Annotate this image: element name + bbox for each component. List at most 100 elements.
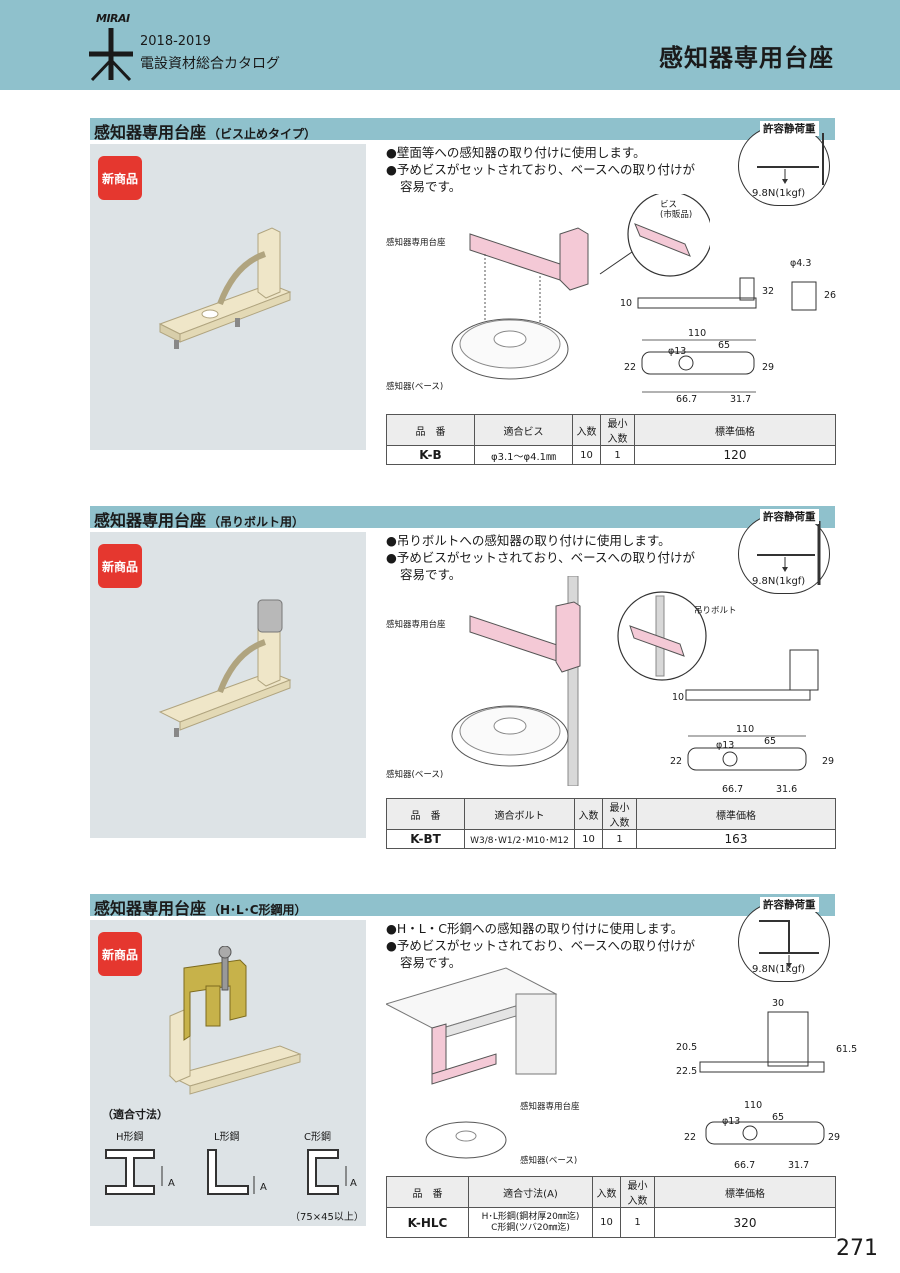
dim-31-7: 31.7 [788, 1160, 810, 1171]
product-photo: 新商品 [90, 532, 366, 838]
c-steel-label: C形鋼 [304, 1132, 331, 1143]
load-value: 9.8N(1kgf) [752, 188, 806, 199]
dim-61-5: 61.5 [836, 1044, 858, 1055]
callout-hanging-bolt: 吊りボルト [694, 606, 737, 616]
new-product-badge: 新商品 [98, 544, 142, 588]
allowable-load-diagram [738, 514, 830, 594]
spec-table: 品 番 適合寸法(A) 入数 最小入数 標準価格 K-HLC H･L形鋼(鋼材厚… [386, 1176, 836, 1238]
dim-65: 65 [764, 736, 777, 747]
callout-sensor-base: 感知器(ベース) [386, 770, 444, 780]
product-image [158, 227, 292, 349]
installation-diagram [451, 576, 707, 786]
table-header: 品 番 適合寸法(A) 入数 最小入数 標準価格 [386, 1176, 836, 1208]
section-title: 感知器専用台座（吊りボルト用） [94, 511, 305, 530]
callout-base-mount: 感知器専用台座 [386, 238, 446, 248]
dim-10: 10 [620, 298, 633, 309]
new-product-badge: 新商品 [98, 156, 142, 200]
product-photo: 新商品 [90, 144, 366, 450]
section-k-hlc: 感知器専用台座（H･L･C形鋼用） 新商品 （適合寸法） H形鋼 L形鋼 C形鋼… [0, 894, 900, 1238]
dim-26: 26 [824, 290, 837, 301]
dim-30: 30 [772, 998, 785, 1009]
table-header: 品 番 適合ボルト 入数 最小入数 標準価格 [386, 798, 836, 830]
dim-31-7: 31.7 [730, 394, 752, 405]
load-label: 許容静荷重 [760, 897, 819, 912]
dim-31-6: 31.6 [776, 784, 798, 795]
brand-name: MIRAI [96, 12, 130, 25]
dim-phi4-3: φ4.3 [790, 258, 812, 269]
dimension-drawing [699, 1011, 825, 1145]
dim-10: 10 [672, 692, 685, 703]
callout-sensor-base: 感知器(ベース) [520, 1156, 578, 1166]
dim-66-7: 66.7 [734, 1160, 756, 1171]
spec-table: 品 番 適合ボルト 入数 最小入数 標準価格 K-BT W3/8･W1/2･M1… [386, 798, 836, 849]
dim-32: 32 [762, 286, 775, 297]
dim-110: 110 [736, 724, 755, 735]
section-title-bar [90, 118, 835, 140]
dim-66-7: 66.7 [676, 394, 698, 405]
dimension-drawing [685, 649, 819, 771]
product-image [158, 599, 292, 737]
dim-20-5: 20.5 [676, 1042, 698, 1053]
steel-shapes-icon [105, 1149, 347, 1195]
description: ●壁面等への感知器の取り付けに使用します。 ●予めビスがセットされており、ベース… [386, 145, 696, 194]
load-label: 許容静荷重 [760, 121, 819, 136]
description: ●吊りボルトへの感知器の取り付けに使用します。 ●予めビスがセットされており、ベ… [386, 533, 696, 582]
dim-110: 110 [744, 1100, 763, 1111]
load-diagram-icon [757, 133, 824, 185]
h-steel-label: H形鋼 [116, 1132, 144, 1143]
load-value: 9.8N(1kgf) [752, 964, 806, 975]
fit-title: （適合寸法） [102, 1108, 168, 1121]
installation-diagram [386, 967, 558, 1159]
l-steel-label: L形鋼 [214, 1132, 240, 1143]
dim-22: 22 [684, 1132, 697, 1143]
section-k-bt: 感知器専用台座（吊りボルト用） 新商品 ●吊りボルトへの感知器の取り付けに使用し… [0, 506, 900, 849]
table-row: K-BT W3/8･W1/2･M10･M12 10 1 163 [386, 829, 836, 849]
page-number: 271 [836, 1236, 878, 1261]
product-image [168, 946, 302, 1095]
c-steel-note: （75×45以上） [290, 1212, 364, 1223]
dim-a-l: A [260, 1182, 267, 1193]
table-row: K-B φ3.1～φ4.1㎜ 10 1 120 [386, 445, 836, 465]
dim-29: 29 [822, 756, 835, 767]
dim-29: 29 [762, 362, 775, 373]
dim-65: 65 [718, 340, 731, 351]
table-row: K-HLC H･L形鋼(鋼材厚20㎜迄)C形鋼(ツバ20㎜迄) 10 1 320 [386, 1207, 836, 1238]
spec-table: 品 番 適合ビス 入数 最小入数 標準価格 K-B φ3.1～φ4.1㎜ 10 … [386, 414, 836, 465]
page-title: 感知器専用台座 [659, 44, 834, 72]
page-header: MIRAI 2018-2019 電設資材総合カタログ 感知器専用台座 [0, 0, 900, 90]
section-title: 感知器専用台座（ビス止めタイプ） [94, 123, 317, 142]
load-diagram-icon [759, 920, 819, 968]
section-k-b: 感知器専用台座（ビス止めタイプ） 新商品 ●壁面等への感知器の取り付けに使用しま… [0, 118, 900, 465]
dim-29: 29 [828, 1132, 841, 1143]
callout-screw: ビス [660, 200, 678, 210]
dim-phi13: φ13 [722, 1116, 741, 1127]
product-photo: 新商品 （適合寸法） H形鋼 L形鋼 C形鋼 A A A （75×45以上） [90, 920, 366, 1226]
mirai-logo-icon [89, 28, 133, 82]
dim-phi13: φ13 [668, 346, 687, 357]
dim-a-h: A [168, 1178, 175, 1189]
callout-base-mount: 感知器専用台座 [520, 1102, 580, 1112]
catalog-title: 電設資材総合カタログ [140, 56, 280, 72]
description: ●H・L・C形鋼への感知器の取り付けに使用します。 ●予めビスがセットされており… [386, 921, 696, 970]
dim-22: 22 [624, 362, 637, 373]
section-title-bar [90, 894, 835, 916]
catalog-year: 2018-2019 [140, 34, 211, 49]
callout-sensor-base: 感知器(ベース) [386, 382, 444, 392]
load-value: 9.8N(1kgf) [752, 576, 806, 587]
load-diagram-icon [757, 521, 821, 585]
dimension-drawing [637, 277, 817, 393]
dim-a-c: A [350, 1178, 357, 1189]
dim-22-5: 22.5 [676, 1066, 698, 1077]
dim-110: 110 [688, 328, 707, 339]
section-title: 感知器専用台座（H･L･C形鋼用） [94, 899, 307, 918]
dim-65: 65 [772, 1112, 785, 1123]
installation-diagram [451, 194, 710, 380]
callout-commercial: (市販品) [660, 210, 693, 220]
dim-66-7: 66.7 [722, 784, 744, 795]
dim-22: 22 [670, 756, 683, 767]
allowable-load-diagram [738, 902, 830, 982]
callout-base-mount: 感知器専用台座 [386, 620, 446, 630]
load-label: 許容静荷重 [760, 509, 819, 524]
dim-phi13: φ13 [716, 740, 735, 751]
section-title-bar [90, 506, 835, 528]
